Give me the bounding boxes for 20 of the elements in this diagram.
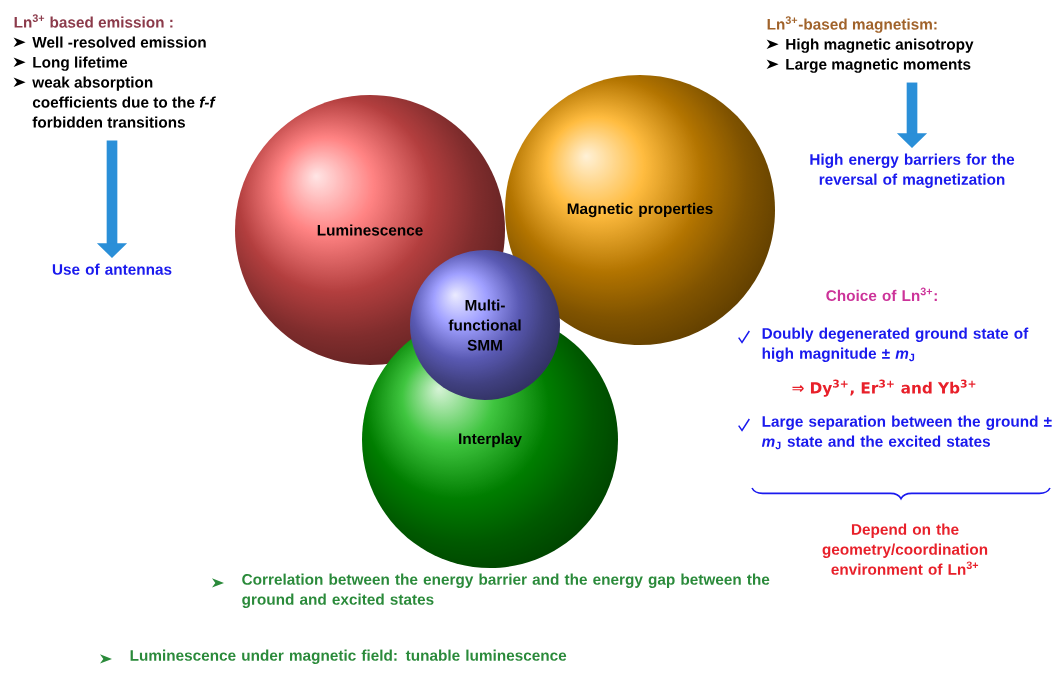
list-item: Long lifetime: [33, 56, 128, 71]
circle-label: Interplay: [459, 432, 522, 448]
heading: Choice of Ln$^{3+}$:: [826, 287, 937, 302]
heading: Ln$^{3+}$-based magnetism:: [767, 16, 937, 33]
list-item: Luminescence under magnetic field: tunable luminescence: [130, 649, 567, 664]
circle-label: Multi-functional SMM: [448, 299, 521, 351]
element-list: ⇒ Dy$^{3+}$, Er$^{3+}$ and Yb$^{3+}$: [792, 379, 976, 397]
heading: Ln$^{3+}$ based emission :: [14, 14, 173, 28]
list-item: Correlation between the energy barrier and the energy gap between the ground and excited states: [242, 573, 770, 608]
list-item: Large magnetic moments: [786, 58, 971, 73]
list-item: Well -resolved emission: [32, 36, 206, 48]
list-item: Large separation between the ground ± m$_{J}$ state and the excited states: [761, 415, 1052, 450]
circle-label: Luminescence: [317, 224, 423, 236]
list-item: Doubly degenerated ground state of high magnitude ± m$_{J}$: [762, 327, 1029, 362]
result-text: High energy barriers for the reversal of magnetization: [810, 153, 1015, 188]
list-item: High magnetic anisotropy: [786, 38, 974, 53]
result-text: Use of antennas: [52, 263, 172, 275]
list-item: weak absorption coefficients due to the f-f forbidden transitions: [32, 76, 216, 128]
circle-label: Magnetic properties: [567, 202, 713, 218]
note: Depend on the geometry/coordination environment of Ln$^{3+}$: [822, 523, 988, 575]
